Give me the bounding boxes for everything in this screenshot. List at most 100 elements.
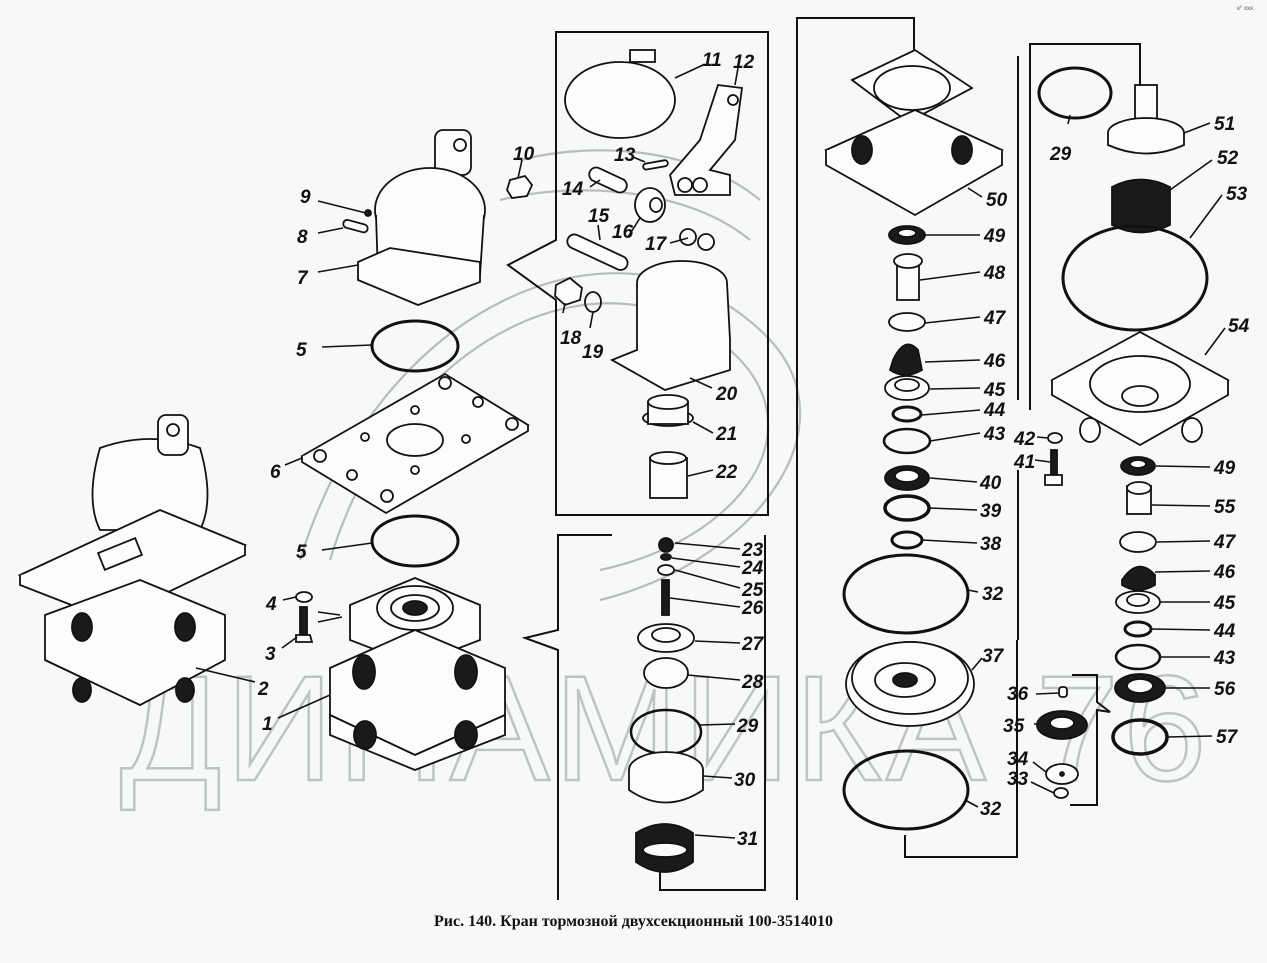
parts-33-36-valve <box>1036 686 1088 799</box>
part-52-spring <box>1111 178 1171 234</box>
callout-label-53: 53 <box>1226 184 1248 205</box>
frame-right-center <box>796 17 915 900</box>
parts-49-38-stack <box>882 225 932 550</box>
callout-label-5b: 5 <box>296 542 307 563</box>
callout-label-40: 40 <box>979 473 1002 494</box>
part-20-lever-body <box>609 260 731 391</box>
grouping-frames <box>506 17 1141 900</box>
callout-label-46b: 46 <box>1213 562 1236 583</box>
callout-label-4: 4 <box>265 594 277 615</box>
callout-label-47: 47 <box>983 308 1007 329</box>
callout-label-43: 43 <box>983 424 1006 445</box>
callout-label-45: 45 <box>983 380 1006 401</box>
part-2-assembled-valve <box>17 414 248 707</box>
callout-label-35: 35 <box>1003 716 1025 737</box>
callout-label-34: 34 <box>1007 749 1029 770</box>
callout-label-5: 5 <box>296 340 307 361</box>
part-7-cover-housing <box>357 129 486 306</box>
callout-label-41: 41 <box>1013 452 1035 473</box>
part-13-pin <box>642 159 669 171</box>
part-54-lower-housing <box>1050 330 1230 447</box>
callout-label-56: 56 <box>1214 679 1236 700</box>
part-51-small-piston <box>1107 84 1185 155</box>
callout-label-22: 22 <box>715 462 738 483</box>
callout-label-25: 25 <box>741 580 764 601</box>
figure-caption: Рис. 140. Кран тормозной двухсекционный … <box>434 913 833 930</box>
callout-label-23: 23 <box>741 540 764 561</box>
part-8-9-pins <box>342 209 372 234</box>
callout-label-57: 57 <box>1216 727 1239 748</box>
callout-label-9: 9 <box>300 187 311 208</box>
callout-label-16: 16 <box>612 222 634 243</box>
callout-label-45b: 45 <box>1213 593 1236 614</box>
callout-label-39: 39 <box>980 501 1002 522</box>
callout-label-17: 17 <box>645 234 668 255</box>
callout-label-46: 46 <box>983 351 1006 372</box>
part-37-piston <box>845 641 975 727</box>
callout-label-44b: 44 <box>1213 621 1236 642</box>
callout-label-50: 50 <box>986 190 1008 211</box>
callout-label-21: 21 <box>715 424 737 445</box>
callout-label-12: 12 <box>733 52 755 73</box>
part-3-4-bolt-washer <box>295 591 343 643</box>
callout-label-29b: 29 <box>1049 144 1072 165</box>
part-15-axle <box>566 233 629 271</box>
bracket-35 <box>1070 674 1111 806</box>
callout-label-47b: 47 <box>1213 532 1237 553</box>
callout-label-52: 52 <box>1217 148 1239 169</box>
callout-label-28: 28 <box>741 672 764 693</box>
part-18-19-plug-gasket <box>554 276 602 313</box>
part-21-guide <box>642 394 694 427</box>
callout-label-42: 42 <box>1013 429 1036 450</box>
callout-label-14: 14 <box>562 179 584 200</box>
callout-label-13: 13 <box>614 145 636 166</box>
callout-label-54: 54 <box>1228 316 1250 337</box>
callout-label-20: 20 <box>715 384 738 405</box>
part-1-valve-body <box>329 577 506 771</box>
callout-label-15: 15 <box>588 206 610 227</box>
part-6-plate <box>300 372 530 515</box>
frame-far-right <box>1029 43 1141 410</box>
callout-label-10: 10 <box>513 144 535 165</box>
callout-label-1: 1 <box>262 714 273 735</box>
callout-label-3: 3 <box>265 644 276 665</box>
part-32-ring-upper <box>842 553 970 635</box>
leader-lines <box>195 64 1226 839</box>
frame-upper-center <box>506 31 769 516</box>
part-12-lever <box>669 84 744 196</box>
callout-label-2: 2 <box>257 679 269 700</box>
part-16-roller <box>634 187 666 223</box>
callout-label-11: 11 <box>702 50 722 71</box>
callout-label-37: 37 <box>982 646 1005 667</box>
callout-label-7: 7 <box>297 268 309 289</box>
part-5-ring-upper <box>370 319 460 373</box>
part-17-bushings <box>679 228 715 251</box>
callout-label-43b: 43 <box>1213 648 1236 669</box>
parts-49-57-stack <box>1111 456 1169 756</box>
callout-label-8: 8 <box>297 227 308 248</box>
part-10-plug <box>506 174 534 199</box>
callout-label-32b: 32 <box>980 799 1002 820</box>
frame-lower-right <box>904 640 1018 858</box>
callout-label-51: 51 <box>1214 114 1235 135</box>
callout-label-29: 29 <box>736 716 759 737</box>
callout-label-38: 38 <box>980 534 1002 555</box>
callout-label-36: 36 <box>1007 684 1029 705</box>
callout-label-6: 6 <box>270 462 281 483</box>
callout-label-49b: 49 <box>1213 458 1236 479</box>
part-41-42-bolt-washer <box>1044 432 1063 486</box>
part-14-axle <box>588 166 628 194</box>
frame-lower-center <box>521 534 766 900</box>
part-11-cover <box>564 49 676 139</box>
callout-label-26: 26 <box>741 598 764 619</box>
part-5-ring-lower <box>370 514 460 568</box>
callout-label-44: 44 <box>983 400 1006 421</box>
callout-label-49: 49 <box>983 226 1006 247</box>
callout-label-18: 18 <box>560 328 582 349</box>
callout-label-55: 55 <box>1214 497 1236 518</box>
parts-23-31-stack <box>628 537 704 873</box>
callout-label-30: 30 <box>734 770 756 791</box>
